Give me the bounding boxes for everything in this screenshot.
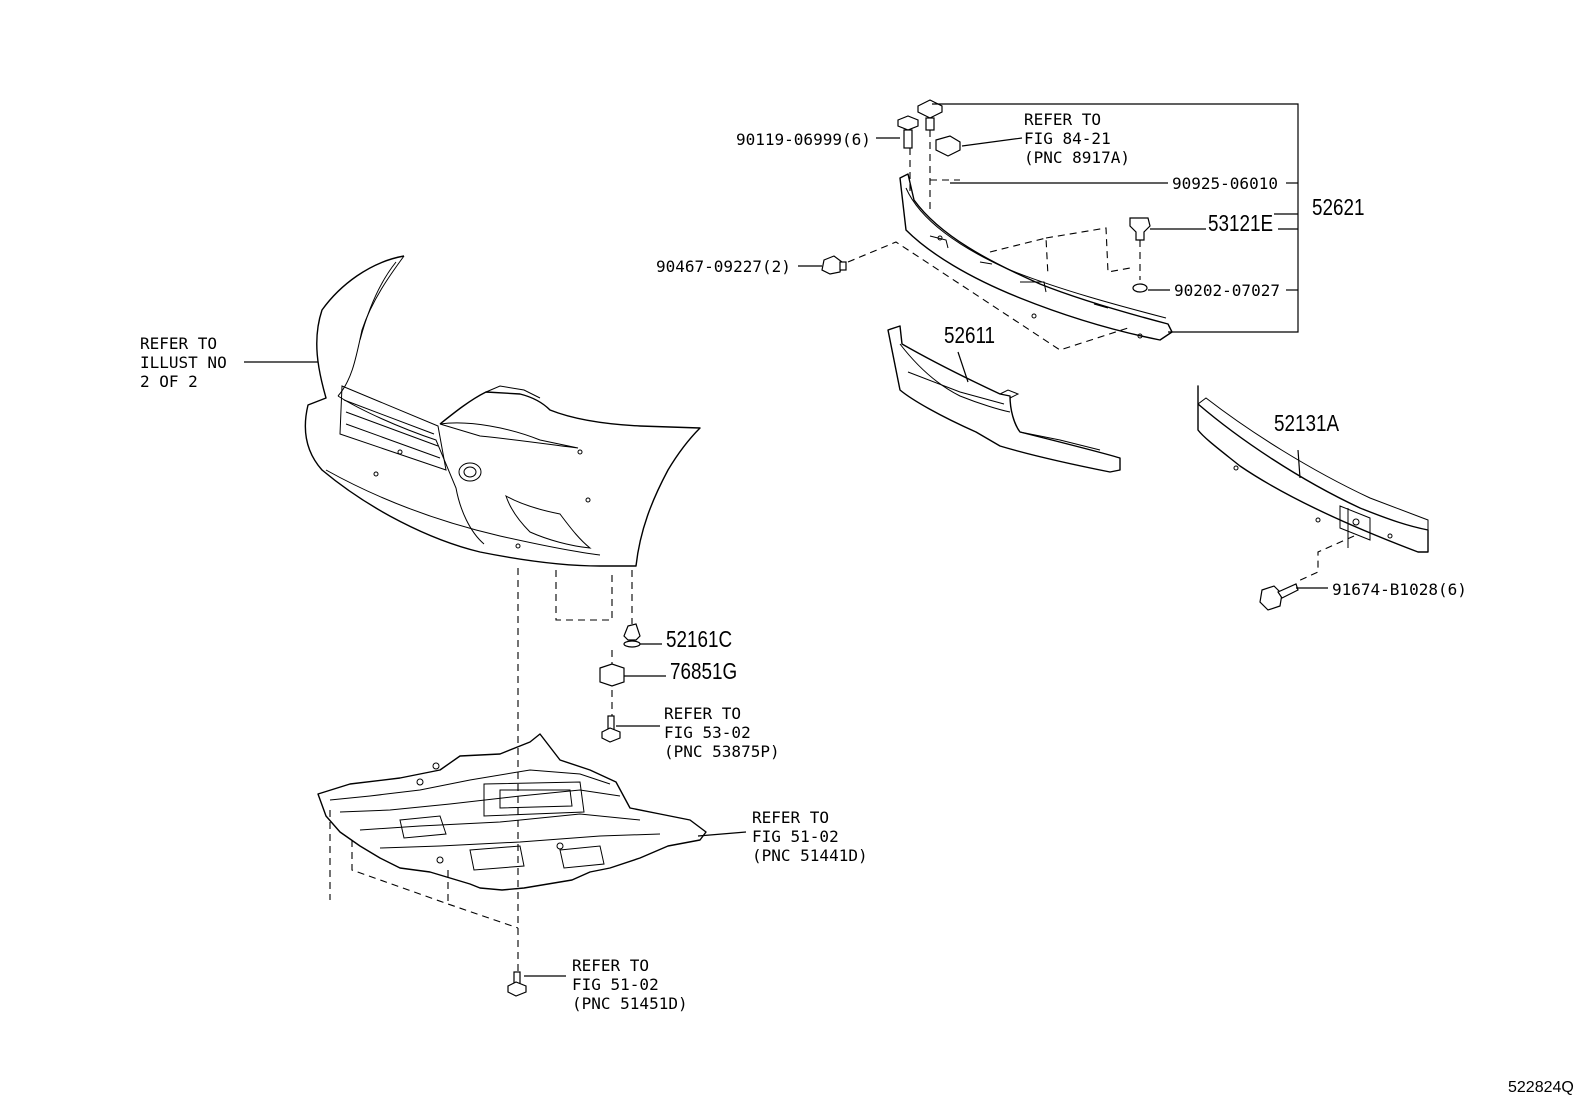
refer-line: ILLUST NO <box>140 353 227 372</box>
refer-line: FIG 51-02 <box>752 827 839 846</box>
refer-line: FIG 51-02 <box>572 975 659 994</box>
callout-76851G[interactable]: 76851G <box>670 658 738 684</box>
refer-fig-51-02-upper[interactable]: REFER TO FIG 51-02 (PNC 51441D) <box>752 808 868 865</box>
bolt-icon[interactable] <box>601 715 621 743</box>
nut-icon[interactable] <box>1132 283 1148 293</box>
refer-fig-84-21[interactable]: REFER TO FIG 84-21 (PNC 8917A) <box>1024 110 1130 167</box>
bumper-cover[interactable] <box>304 255 701 567</box>
clip-icon[interactable] <box>623 623 641 648</box>
refer-fig-51-02-lower[interactable]: REFER TO FIG 51-02 (PNC 51451D) <box>572 956 688 1013</box>
refer-line: 2 OF 2 <box>140 372 198 391</box>
refer-line: REFER TO <box>140 334 218 353</box>
callout-53121E[interactable]: 53121E <box>1208 210 1274 236</box>
refer-line: FIG 84-21 <box>1024 129 1111 148</box>
bumper-reinforcement[interactable] <box>1197 385 1429 553</box>
refer-line: REFER TO <box>1024 110 1102 129</box>
clip-icon[interactable] <box>935 135 961 157</box>
callout-52131A[interactable]: 52131A <box>1274 410 1340 436</box>
assembly-lines <box>329 130 1355 972</box>
retainer-icon[interactable] <box>1129 217 1151 241</box>
refer-line: REFER TO <box>752 808 830 827</box>
refer-line: REFER TO <box>664 704 742 723</box>
callout-90467-09227[interactable]: 90467-09227(2) <box>656 257 791 276</box>
callout-90202-07027[interactable]: 90202-07027 <box>1174 281 1280 300</box>
illustration-id: 522824Q <box>1508 1079 1574 1096</box>
energy-absorber[interactable] <box>887 325 1121 473</box>
callout-52611[interactable]: 52611 <box>944 322 996 348</box>
refer-fig-53-02[interactable]: REFER TO FIG 53-02 (PNC 53875P) <box>664 704 780 761</box>
callout-91674-B1028[interactable]: 91674-B1028(6) <box>1332 580 1467 599</box>
bolt-icon[interactable] <box>1259 583 1299 611</box>
engine-under-cover[interactable] <box>317 733 707 891</box>
clip-icon[interactable] <box>821 255 847 275</box>
refer-line: (PNC 51451D) <box>572 994 688 1013</box>
refer-line: (PNC 8917A) <box>1024 148 1130 167</box>
refer-line: FIG 53-02 <box>664 723 751 742</box>
bolt-icon[interactable] <box>507 971 527 997</box>
refer-line: (PNC 53875P) <box>664 742 780 761</box>
leader-lines <box>244 103 1328 977</box>
callout-90925-06010[interactable]: 90925-06010 <box>1172 174 1278 193</box>
callout-52161C[interactable]: 52161C <box>666 626 733 652</box>
callout-90119-06999[interactable]: 90119-06999(6) <box>736 130 871 149</box>
refer-line: (PNC 51441D) <box>752 846 868 865</box>
refer-line: REFER TO <box>572 956 650 975</box>
callout-52621[interactable]: 52621 <box>1312 194 1365 220</box>
nut-icon[interactable] <box>599 663 625 687</box>
refer-illust-2-of-2[interactable]: REFER TO ILLUST NO 2 OF 2 <box>140 334 227 391</box>
bumper-upper-support[interactable] <box>899 173 1173 341</box>
bolt-icon[interactable] <box>897 115 919 149</box>
